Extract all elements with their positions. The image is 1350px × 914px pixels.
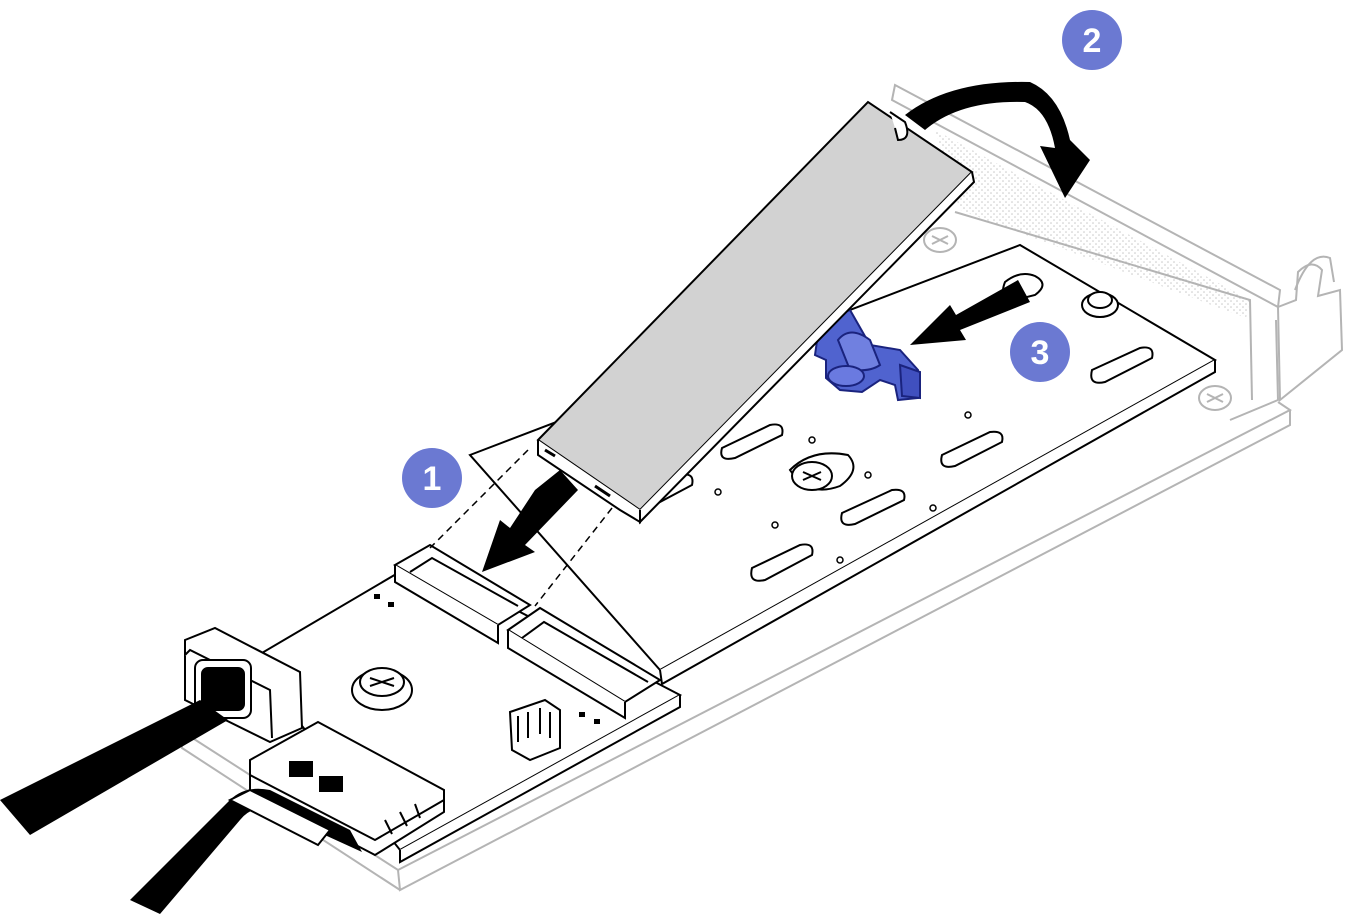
arrow-icon xyxy=(905,81,1090,198)
arrow-icon xyxy=(910,280,1030,345)
step-badge-2: 2 xyxy=(1062,10,1122,70)
m2-drive[interactable] xyxy=(536,100,976,525)
step-badge-3: 3 xyxy=(1010,322,1070,382)
adapter-components xyxy=(374,594,600,724)
bracket-screw-icon xyxy=(923,227,1232,411)
retainer-clip[interactable] xyxy=(813,308,921,402)
m2-slot-connectors xyxy=(392,543,662,720)
pci-bracket xyxy=(179,83,1344,892)
step-number: 3 xyxy=(1031,334,1050,372)
step-number: 1 xyxy=(423,460,442,498)
power-cable-connector xyxy=(249,720,445,857)
signal-cable xyxy=(0,700,228,835)
step-number: 2 xyxy=(1083,22,1102,60)
alignment-lines xyxy=(429,449,613,607)
pin-header xyxy=(508,698,561,762)
step-badge-1: 1 xyxy=(402,448,462,508)
standoff-post xyxy=(1081,291,1119,318)
adapter-screw-icon xyxy=(351,667,413,711)
arrow-icon xyxy=(482,470,578,572)
plate-screw-icon xyxy=(788,452,855,491)
